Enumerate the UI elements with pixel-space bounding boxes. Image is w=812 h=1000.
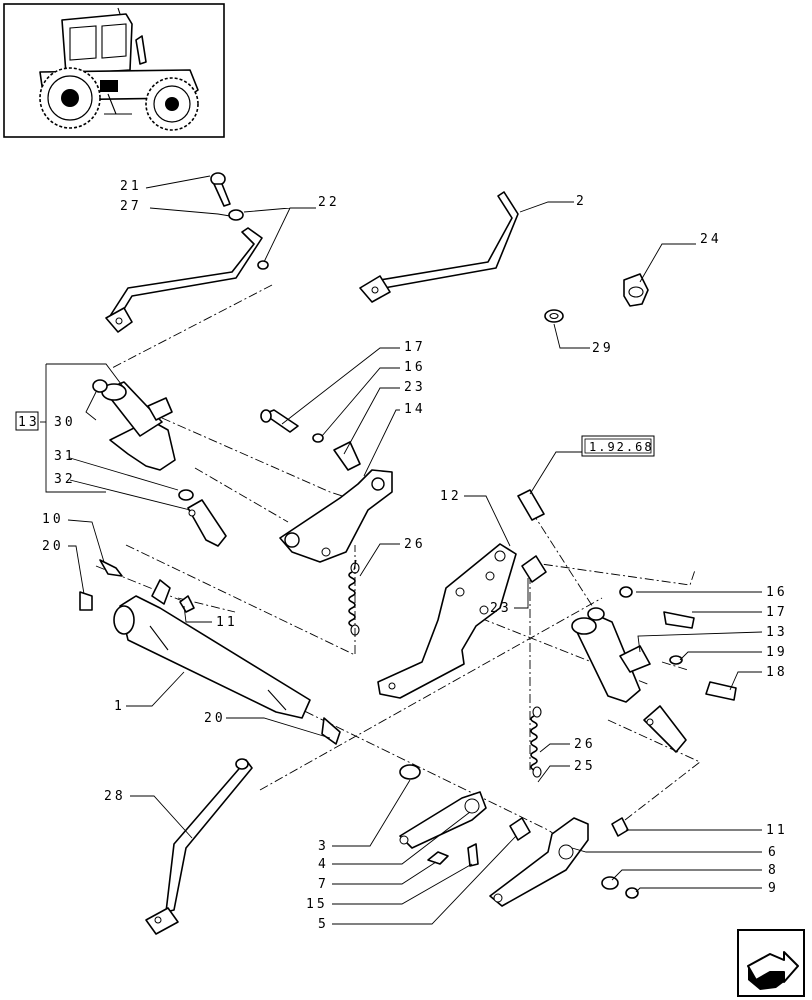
part-bracket-14 bbox=[260, 409, 393, 563]
callout-24: 24 bbox=[700, 232, 722, 247]
callout-25: 25 bbox=[574, 759, 596, 774]
callout-30: 30 bbox=[54, 415, 76, 430]
callout-10: 10 bbox=[42, 512, 64, 527]
part-ref-bolt bbox=[517, 489, 545, 521]
tractor-thumbnail bbox=[3, 3, 225, 138]
callout-16-right: 16 bbox=[766, 585, 788, 600]
callout-19: 19 bbox=[766, 645, 788, 660]
callout-31: 31 bbox=[54, 449, 76, 464]
callout-16-upper: 16 bbox=[404, 360, 426, 375]
part-bracket-12 bbox=[377, 543, 547, 699]
callout-29: 29 bbox=[592, 341, 614, 356]
callout-3: 3 bbox=[318, 839, 329, 854]
leader-lines bbox=[40, 175, 763, 925]
next-page-button[interactable] bbox=[737, 929, 805, 997]
callout-12: 12 bbox=[440, 489, 462, 504]
callout-26-lower: 26 bbox=[574, 737, 596, 752]
part-lever-left bbox=[399, 764, 531, 867]
callout-labels: 21 27 22 2 24 29 17 16 23 14 13 30 31 32… bbox=[15, 179, 788, 932]
next-page-arrow-icon[interactable] bbox=[747, 951, 799, 990]
callout-1: 1 bbox=[114, 699, 125, 714]
part-spring-upper bbox=[348, 559, 360, 636]
assembly-lines bbox=[95, 284, 701, 849]
callout-22: 22 bbox=[318, 195, 340, 210]
callout-23-upper: 23 bbox=[404, 380, 426, 395]
callout-4: 4 bbox=[318, 857, 329, 872]
callout-11-upper: 11 bbox=[216, 615, 238, 630]
tractor-icon bbox=[39, 7, 199, 131]
callout-11-lower: 11 bbox=[766, 823, 788, 838]
callout-27: 27 bbox=[120, 199, 142, 214]
callout-20-upper: 20 bbox=[42, 539, 64, 554]
part-washer-29 bbox=[544, 309, 564, 323]
callout-32: 32 bbox=[54, 472, 76, 487]
callout-21: 21 bbox=[120, 179, 142, 194]
callout-26-upper: 26 bbox=[404, 537, 426, 552]
callout-18: 18 bbox=[766, 665, 788, 680]
callout-2: 2 bbox=[576, 194, 587, 209]
callout-13-right: 13 bbox=[766, 625, 788, 640]
part-cap bbox=[623, 273, 649, 307]
callout-6: 6 bbox=[768, 845, 779, 860]
callout-20-lower: 20 bbox=[204, 711, 226, 726]
callout-13-box-label: 13 bbox=[18, 415, 40, 430]
callout-9: 9 bbox=[768, 881, 779, 896]
callout-14: 14 bbox=[404, 402, 426, 417]
part-main-cylinder bbox=[79, 559, 341, 745]
part-rod-lower bbox=[145, 758, 253, 935]
callout-8: 8 bbox=[768, 863, 779, 878]
callout-17-right: 17 bbox=[766, 605, 788, 620]
part-spring-lower bbox=[530, 706, 542, 778]
callout-28: 28 bbox=[104, 789, 126, 804]
callout-17-upper: 17 bbox=[404, 340, 426, 355]
part-cylinder-right bbox=[571, 586, 737, 753]
reference-link[interactable]: 1.92.68 bbox=[581, 435, 655, 457]
part-lever-right bbox=[489, 817, 639, 907]
callout-15: 15 bbox=[306, 897, 328, 912]
callout-5: 5 bbox=[318, 917, 329, 932]
callout-13-boxed: 13 bbox=[15, 411, 40, 431]
reference-label[interactable]: 1.92.68 bbox=[589, 440, 654, 454]
part-rod-upper-left bbox=[105, 172, 269, 333]
part-cylinder-left bbox=[92, 379, 227, 547]
callout-7: 7 bbox=[318, 877, 329, 892]
part-rod-upper-center bbox=[359, 191, 519, 303]
callout-23-lower: 23 bbox=[490, 601, 512, 616]
